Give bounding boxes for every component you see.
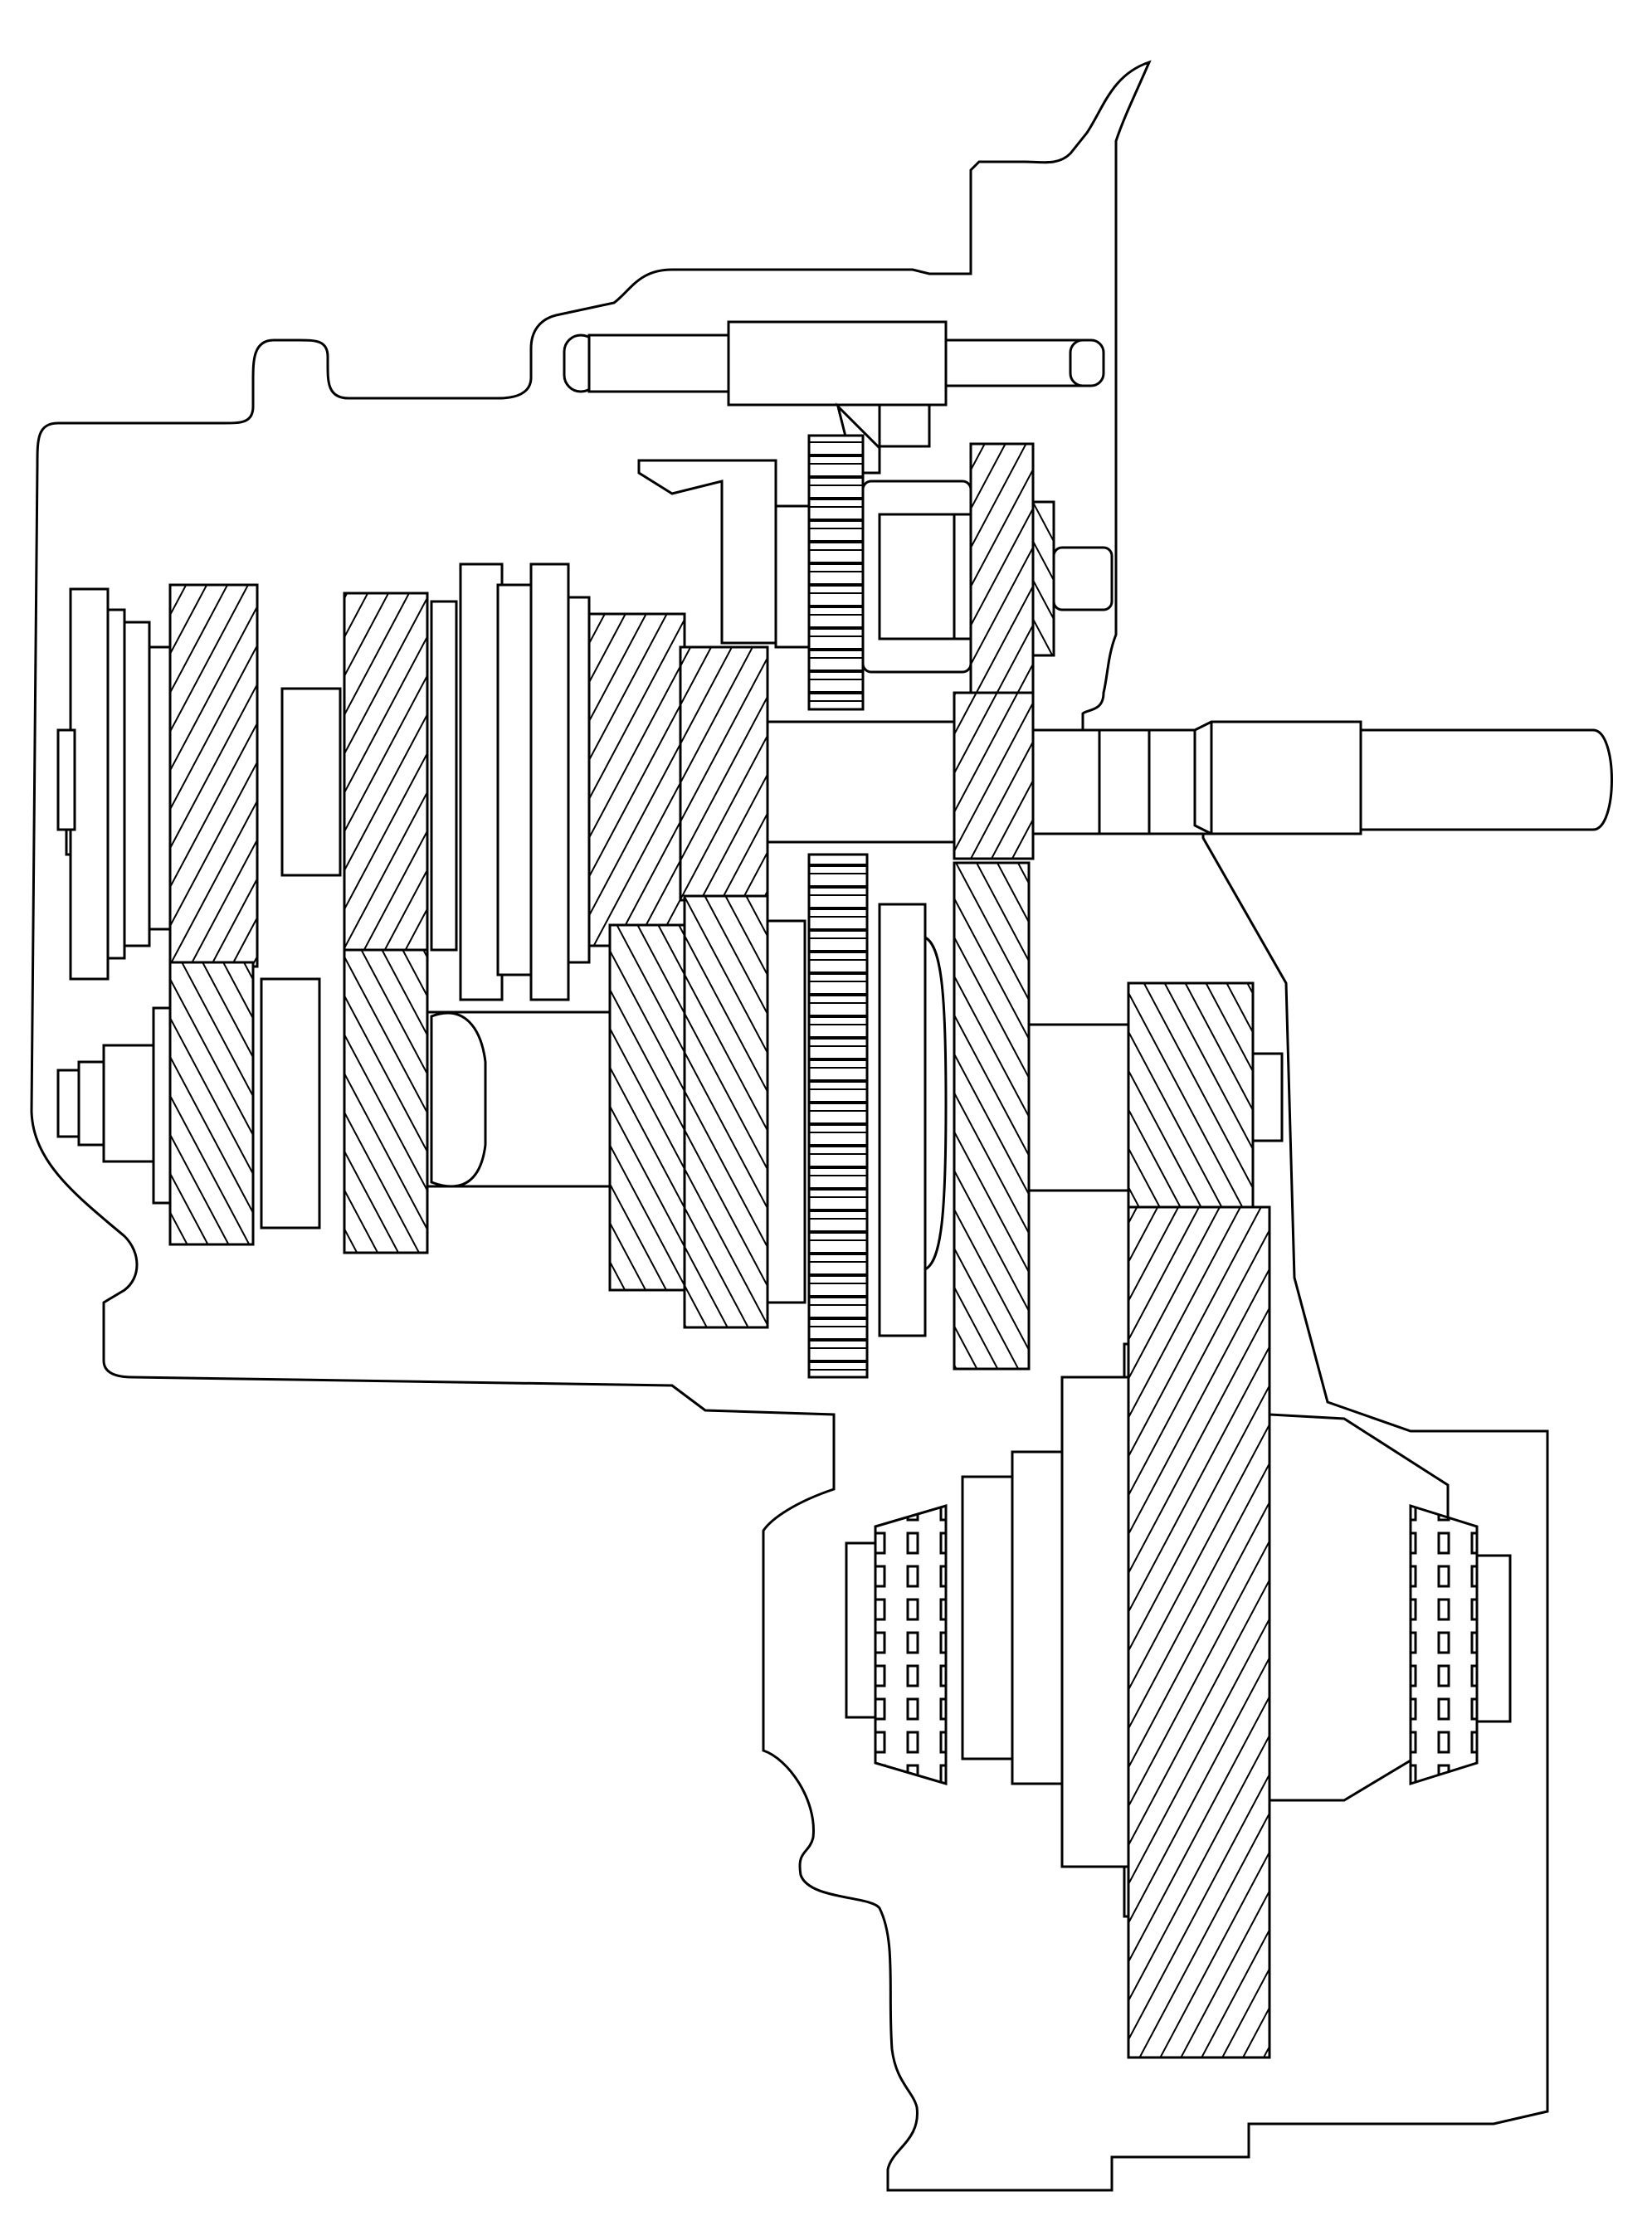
output-gear-b [343,948,429,1254]
input-gear-a [168,583,259,968]
synchro-upper [807,434,865,711]
upper-right-gear-b [1031,500,1055,657]
final-drive-pinion [1127,981,1255,1225]
input-left-bearing [56,587,176,981]
input-gear-c [587,612,686,947]
output-gear-e [953,861,1031,1371]
shift-fork [637,459,811,649]
input-gear-b [343,592,429,964]
output-gear-d [683,894,769,1329]
output-gear-a [168,961,255,1246]
housing-outline [30,60,1549,2192]
upper-right-end-cap [1052,546,1114,611]
input-shaft [65,687,1613,877]
synchro-lower [807,853,869,1379]
diff-bearing-right [1409,1503,1512,1786]
output-synchro-hub [766,903,948,1337]
upper-right-assembly [861,480,972,674]
input-gear-d [679,645,769,902]
input-synchro-sleeve [430,562,591,1001]
diff-bearing-left [845,1503,948,1786]
output-gear-c [608,923,686,1292]
upper-right-gear-a [969,442,1035,694]
ring-gear [1127,1205,1271,2059]
input-gear-e [953,691,1035,860]
output-left-bearing [56,1006,180,1205]
output-spacer [260,977,321,1230]
